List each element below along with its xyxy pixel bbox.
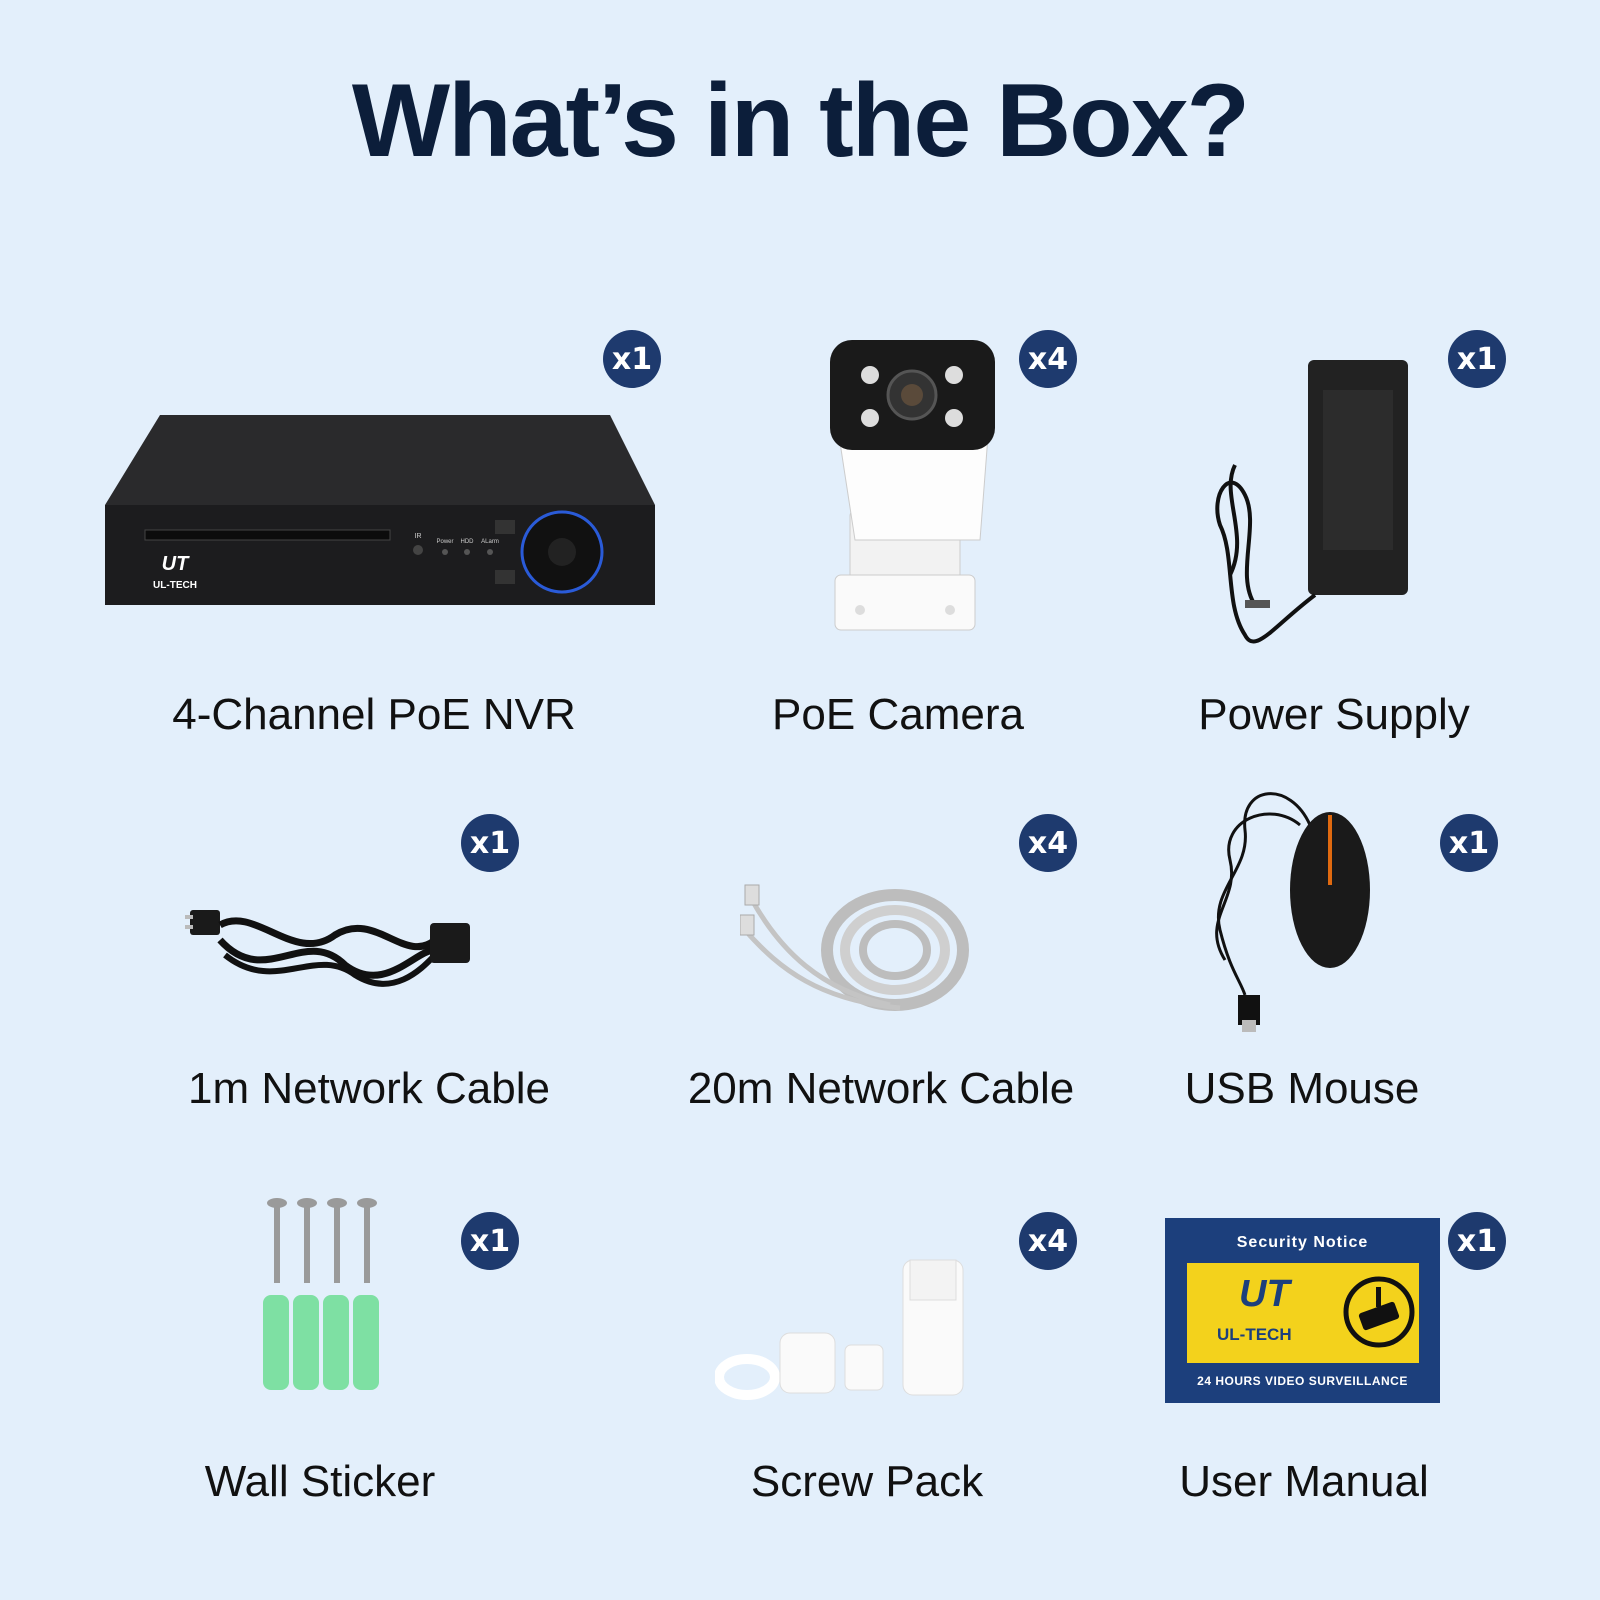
quantity-badge: x1 bbox=[1448, 1212, 1506, 1270]
waterproof-connector-icon bbox=[715, 1259, 964, 1400]
camera-warning-icon bbox=[1343, 1276, 1415, 1348]
security-notice-sticker-icon: Security Notice UT UL-TECH 24 HOURS VIDE… bbox=[1165, 1218, 1440, 1403]
sticker-panel: UT UL-TECH bbox=[1187, 1263, 1419, 1363]
nvr-recorder-icon: UT UL-TECH IR Power HDD ALarm bbox=[105, 415, 655, 605]
sticker-title: Security Notice bbox=[1236, 1234, 1369, 1251]
item-label: Power Supply bbox=[1198, 690, 1470, 739]
sticker-footer: 24 HOURS VIDEO SURVEILLANCE bbox=[1197, 1374, 1408, 1388]
nvr-brand-mark: UT bbox=[162, 553, 190, 575]
page-title: What’s in the Box? bbox=[351, 63, 1250, 179]
nvr-hdd-label: HDD bbox=[461, 539, 475, 545]
item-label: 20m Network Cable bbox=[687, 1064, 1075, 1113]
screws-and-anchors-icon bbox=[263, 1198, 379, 1390]
nvr-ir-label: IR bbox=[415, 533, 422, 540]
usb-mouse-icon bbox=[1215, 792, 1370, 1032]
item-label: 1m Network Cable bbox=[188, 1064, 550, 1113]
nvr-alarm-label: ALarm bbox=[481, 539, 499, 545]
sticker-brand-text: UL-TECH bbox=[1217, 1325, 1292, 1344]
quantity-badge: x1 bbox=[603, 330, 661, 388]
quantity-badge: x1 bbox=[1440, 814, 1498, 872]
quantity-badge: x4 bbox=[1019, 330, 1077, 388]
item-label: USB Mouse bbox=[1184, 1064, 1420, 1113]
quantity-badge: x4 bbox=[1019, 814, 1077, 872]
quantity-badge: x1 bbox=[461, 814, 519, 872]
network-cable-coil-icon bbox=[740, 884, 969, 1011]
item-label: PoE Camera bbox=[772, 690, 1024, 739]
power-cord-icon bbox=[185, 910, 470, 987]
bullet-camera-icon bbox=[830, 340, 995, 631]
nvr-brand-text: UL-TECH bbox=[153, 580, 197, 591]
power-adapter-icon bbox=[1215, 360, 1408, 644]
quantity-badge: x1 bbox=[1448, 330, 1506, 388]
item-label: User Manual bbox=[1179, 1457, 1429, 1506]
sticker-brand-mark: UT bbox=[1239, 1273, 1290, 1315]
item-label: Screw Pack bbox=[750, 1457, 984, 1506]
quantity-badge: x1 bbox=[461, 1212, 519, 1270]
item-label: 4-Channel PoE NVR bbox=[172, 690, 576, 739]
item-label: Wall Sticker bbox=[204, 1457, 436, 1506]
quantity-badge: x4 bbox=[1019, 1212, 1077, 1270]
nvr-power-label: Power bbox=[436, 539, 453, 545]
